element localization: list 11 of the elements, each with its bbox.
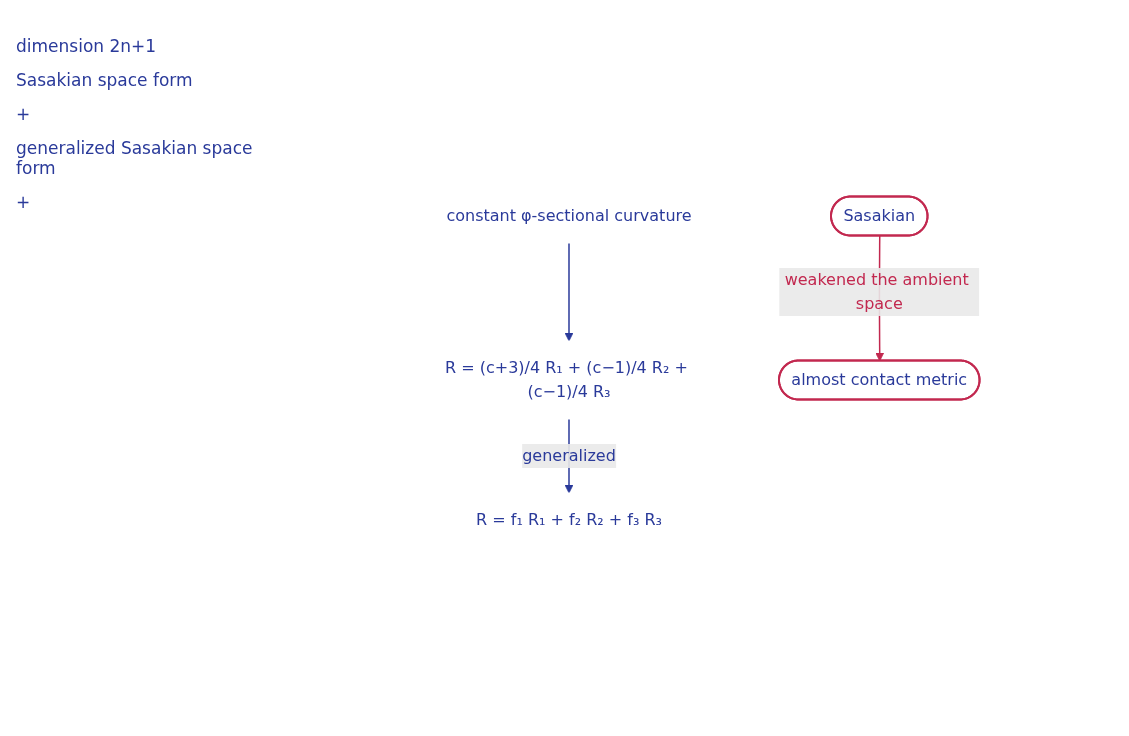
node-text: R = f₁ R₁ + f₂ R₂ + f₃ R₃ xyxy=(476,509,663,529)
note-text: + xyxy=(16,192,32,212)
note-text: + xyxy=(16,104,32,124)
note-text: generalized Sasakian space form xyxy=(16,138,254,178)
node-text: R = (c+3)/4 R₁ + (c−1)/4 R₂ + (c−1)/4 R₃ xyxy=(445,357,689,401)
note-text: dimension 2n+1 xyxy=(16,36,158,56)
node-text: constant φ-sectional curvature xyxy=(446,206,692,225)
note-text: Sasakian space form xyxy=(16,70,194,90)
edge-label: generalized xyxy=(522,445,617,465)
arrow xyxy=(564,242,574,342)
edge-label: weakened the ambient space xyxy=(784,270,969,313)
